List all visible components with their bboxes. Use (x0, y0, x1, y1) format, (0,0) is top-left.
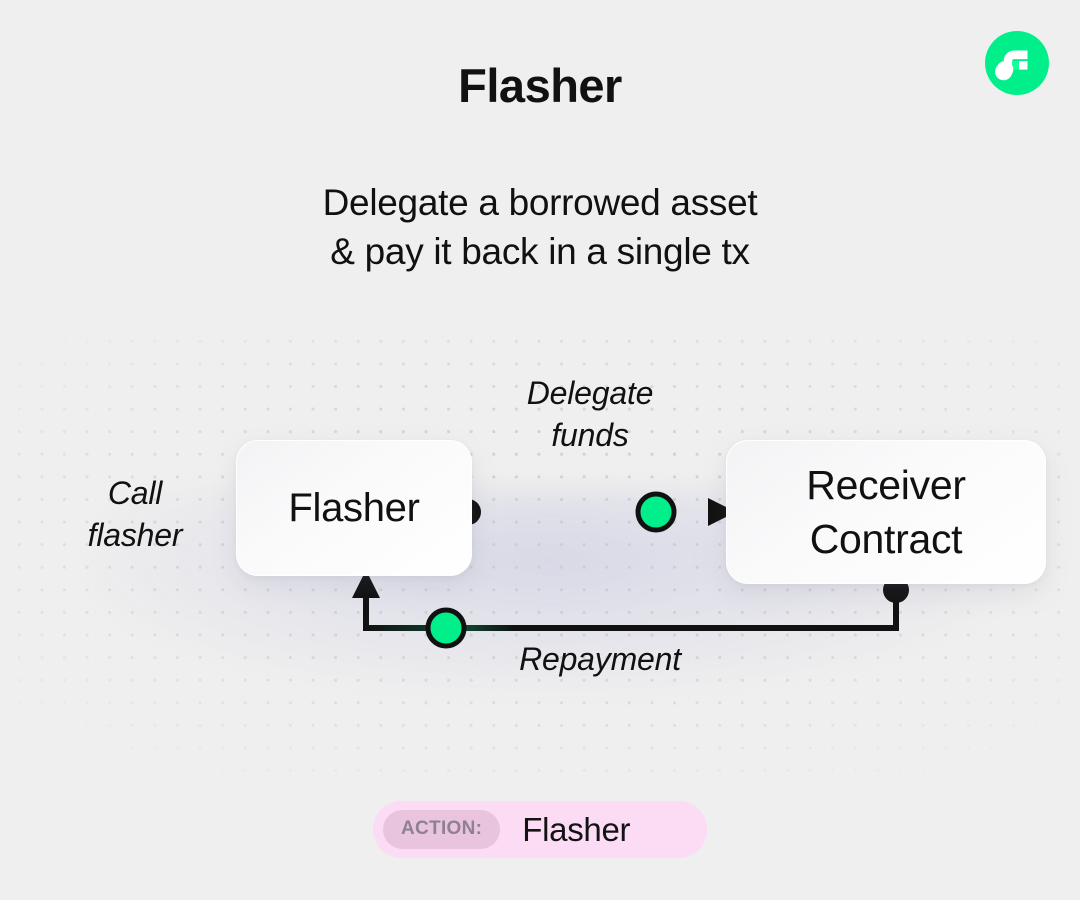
page-title: Flasher (458, 59, 622, 112)
action-chip-label: ACTION: (383, 810, 501, 849)
node-receiver-label: Receiver Contract (806, 458, 966, 566)
subtitle-line-2: & pay it back in a single tx (330, 231, 750, 272)
node-receiver-label-line-1: Receiver (806, 462, 966, 508)
label-call-flasher: Call flasher (35, 472, 235, 556)
page-subtitle: Delegate a borrowed asset & pay it back … (0, 178, 1080, 276)
connector-delegate-funds (455, 491, 736, 533)
node-flasher-label: Flasher (288, 485, 420, 530)
label-delegate-line-1: Delegate (526, 375, 654, 411)
action-value: Flasher (522, 810, 631, 848)
node-flasher[interactable]: Flasher (236, 440, 472, 576)
label-delegate-funds: Delegate funds (460, 372, 720, 456)
node-receiver-label-line-2: Contract (809, 516, 963, 562)
label-delegate-line-2: funds (551, 417, 629, 453)
action-badge[interactable]: ACTION: Flasher (373, 801, 707, 858)
label-call-line-2: flasher (87, 517, 183, 553)
flow-logo (985, 31, 1049, 95)
label-call-line-1: Call (107, 475, 163, 511)
node-receiver-contract[interactable]: Receiver Contract (726, 440, 1046, 584)
subtitle-line-1: Delegate a borrowed asset (322, 182, 758, 223)
label-repayment: Repayment (519, 641, 681, 677)
diagram: Flasher Receiver Contract Call flasher D… (0, 320, 1080, 790)
